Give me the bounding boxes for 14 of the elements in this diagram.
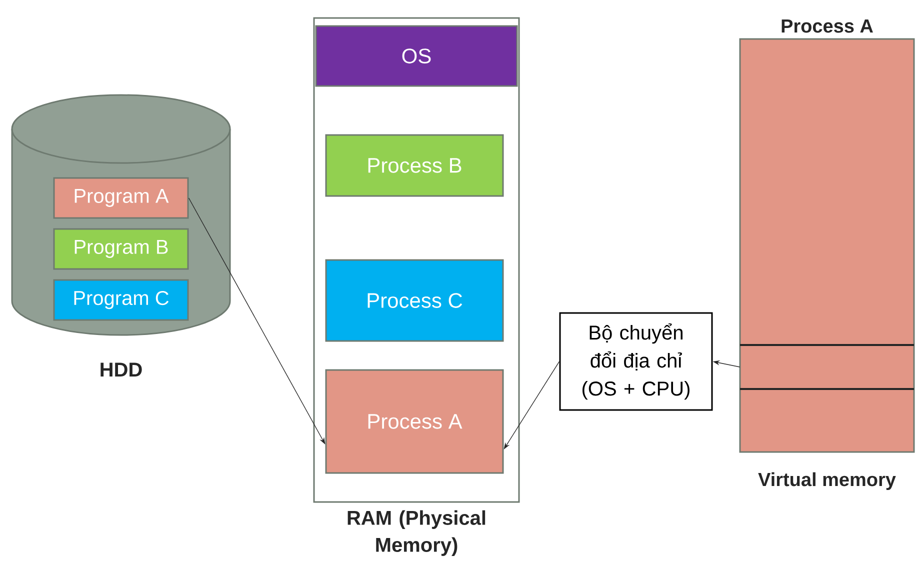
process-box: Process C xyxy=(325,259,504,342)
program-box: Program B xyxy=(53,228,189,270)
memory-column: Process A Virtual memory xyxy=(739,19,915,490)
node-label: RAM (Physical Memory) xyxy=(348,510,486,556)
node-label: HDD xyxy=(100,362,142,376)
converter-box: Bộ chuyển đổi địa chỉ (OS + CPU) xyxy=(559,312,713,411)
node-label: Virtual memory xyxy=(758,472,896,490)
process-box: OS xyxy=(315,25,518,87)
page-band xyxy=(739,344,915,390)
process-box: Process B xyxy=(325,134,504,197)
program-box: Program A xyxy=(53,177,189,219)
node-label: Process A xyxy=(782,19,873,33)
process-box: Process A xyxy=(325,369,504,474)
program-box: Program C xyxy=(53,279,189,321)
